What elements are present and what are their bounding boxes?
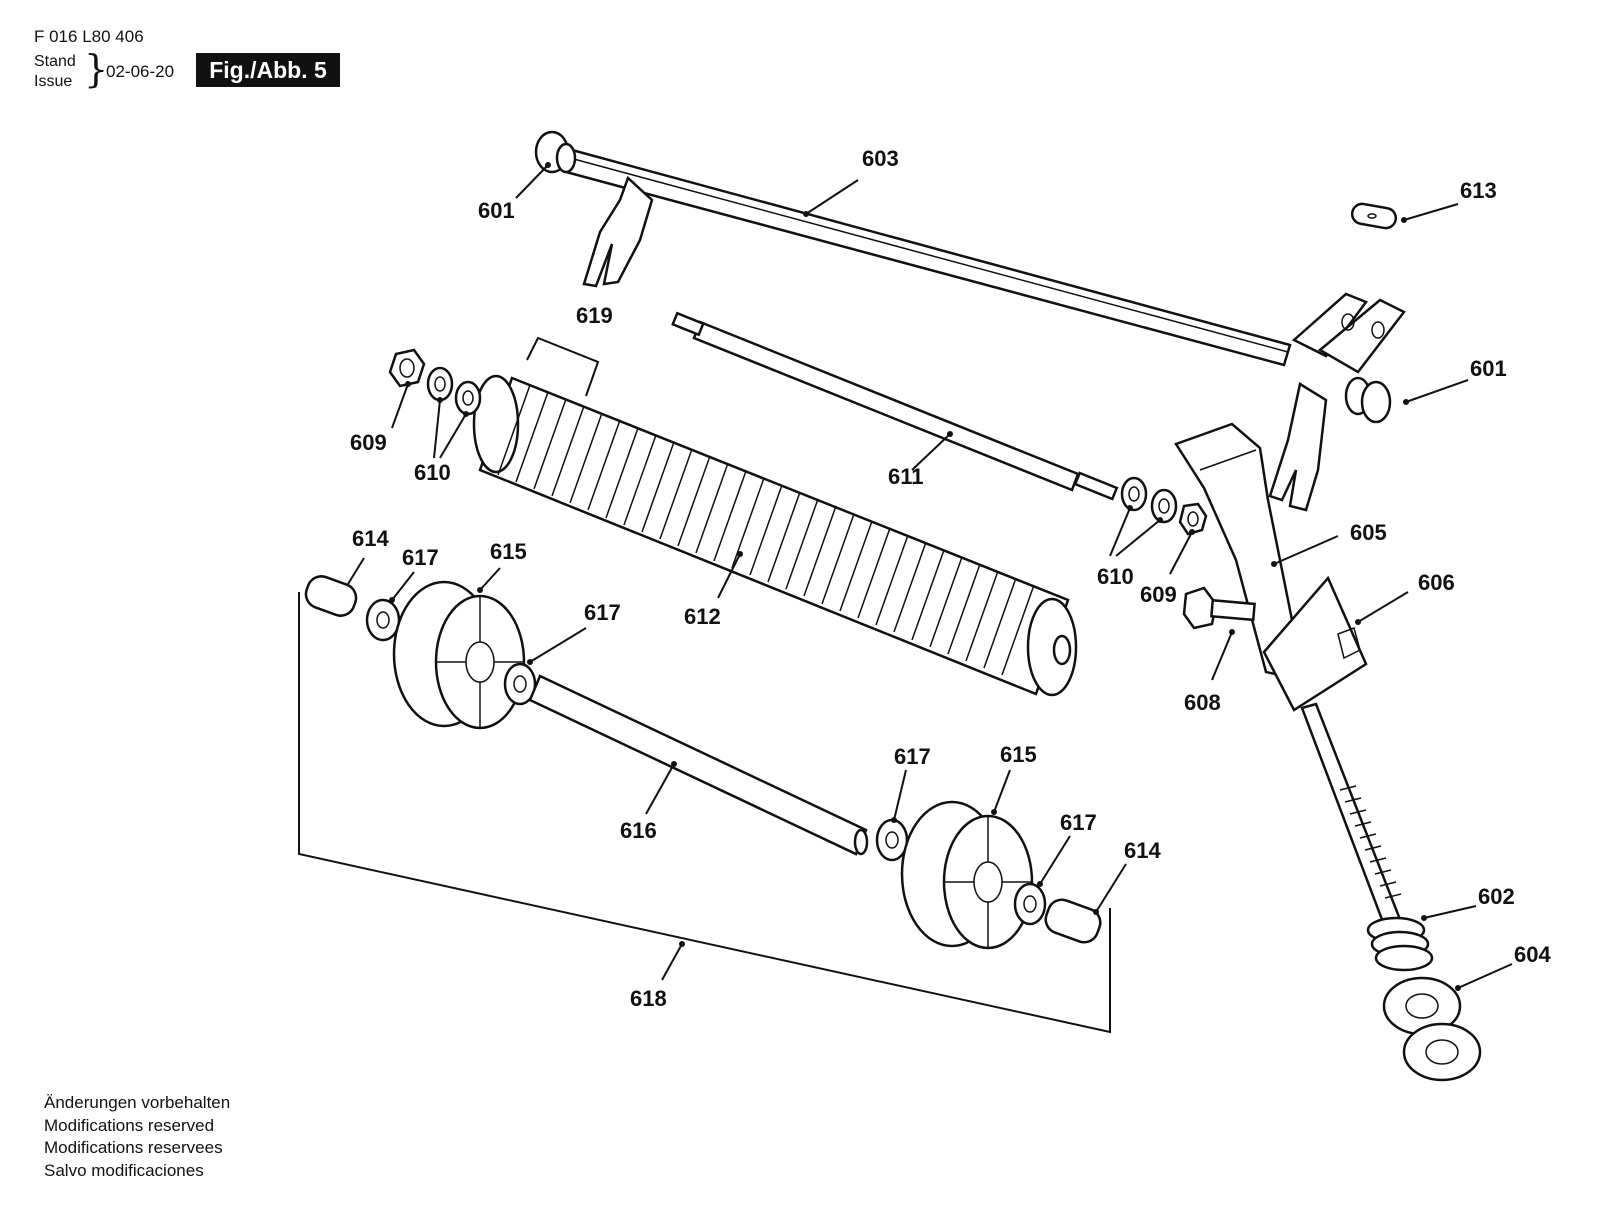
callout-609-left: 609 — [350, 430, 387, 455]
part-606-plate — [1262, 575, 1368, 712]
figure-badge: Fig./Abb. 5 — [196, 53, 340, 87]
callout-604: 604 — [1514, 942, 1551, 967]
callout-619: 619 — [576, 303, 613, 328]
part-616-axle — [528, 674, 869, 856]
callout-614-right: 614 — [1124, 838, 1161, 863]
issue-label: Issue — [34, 73, 73, 90]
footer-notes: Änderungen vorbehalten Modifications res… — [44, 1092, 230, 1182]
callout-617-1: 617 — [402, 545, 439, 570]
brace-glyph: } — [84, 47, 109, 91]
part-617-washer-4 — [1013, 882, 1047, 926]
callout-618: 618 — [630, 986, 667, 1011]
part-601-bushing-left — [534, 130, 577, 174]
callout-601-right: 601 — [1470, 356, 1507, 381]
bracket-619 — [526, 336, 600, 397]
footer-line-de: Änderungen vorbehalten — [44, 1093, 231, 1112]
part-617-washer-2 — [503, 662, 537, 706]
part-609-nut-right — [1178, 502, 1208, 536]
callout-613: 613 — [1460, 178, 1497, 203]
part-604-nuts — [1382, 976, 1482, 1082]
leader-lines — [347, 162, 1513, 991]
part-614-sleeve-right — [1044, 898, 1102, 944]
footer-line-es: Salvo modificaciones — [44, 1160, 204, 1180]
part-601-bushing-right — [1344, 376, 1392, 424]
callout-610-right: 610 — [1097, 564, 1134, 589]
callout-611: 611 — [888, 464, 924, 489]
part-615-wheel-left — [392, 580, 526, 730]
part-609-nut-left — [388, 348, 426, 388]
part-603-shaft — [564, 148, 1292, 367]
callout-603: 603 — [862, 146, 899, 171]
threaded-rod — [1300, 702, 1410, 948]
callout-608: 608 — [1184, 690, 1221, 715]
part-614-sleeve-left — [304, 575, 358, 617]
footer-line-en: Modifications reserved — [44, 1115, 215, 1135]
part-615-wheel-right — [900, 800, 1034, 950]
callout-602: 602 — [1478, 884, 1515, 909]
part-610-washers-left — [426, 366, 482, 416]
callout-605: 605 — [1350, 520, 1387, 545]
part-617-washer-3 — [875, 818, 909, 862]
callout-610-left: 610 — [414, 460, 451, 485]
callout-601-left: 601 — [478, 198, 515, 223]
part-610-washers-right — [1120, 476, 1178, 524]
callout-614-left: 614 — [352, 526, 389, 551]
bracket-618 — [298, 592, 1111, 1034]
callout-606: 606 — [1418, 570, 1455, 595]
callout-612: 612 — [684, 604, 721, 629]
lever-fork-left — [582, 175, 654, 288]
part-612-roller — [472, 374, 1078, 697]
bracket-assembly-right — [1268, 292, 1406, 512]
issue-date: 02-06-20 — [106, 62, 175, 81]
callout-615-right: 615 — [1000, 742, 1037, 767]
part-602-spring — [1366, 916, 1434, 972]
callout-617-3: 617 — [894, 744, 931, 769]
part-608-bolt — [1182, 586, 1256, 630]
part-611-rod — [671, 311, 1119, 501]
stand-label: Stand — [34, 53, 76, 70]
document-number: F 016 L80 406 — [34, 27, 144, 46]
callout-609-right: 609 — [1140, 582, 1177, 607]
footer-line-fr: Modifications reservees — [44, 1138, 223, 1157]
callout-615-left: 615 — [490, 539, 527, 564]
callout-616: 616 — [620, 818, 657, 843]
part-613-pin — [1350, 202, 1398, 230]
callout-617-2: 617 — [584, 600, 621, 625]
callout-617-4: 617 — [1060, 810, 1097, 835]
part-617-washer-1 — [365, 598, 401, 642]
